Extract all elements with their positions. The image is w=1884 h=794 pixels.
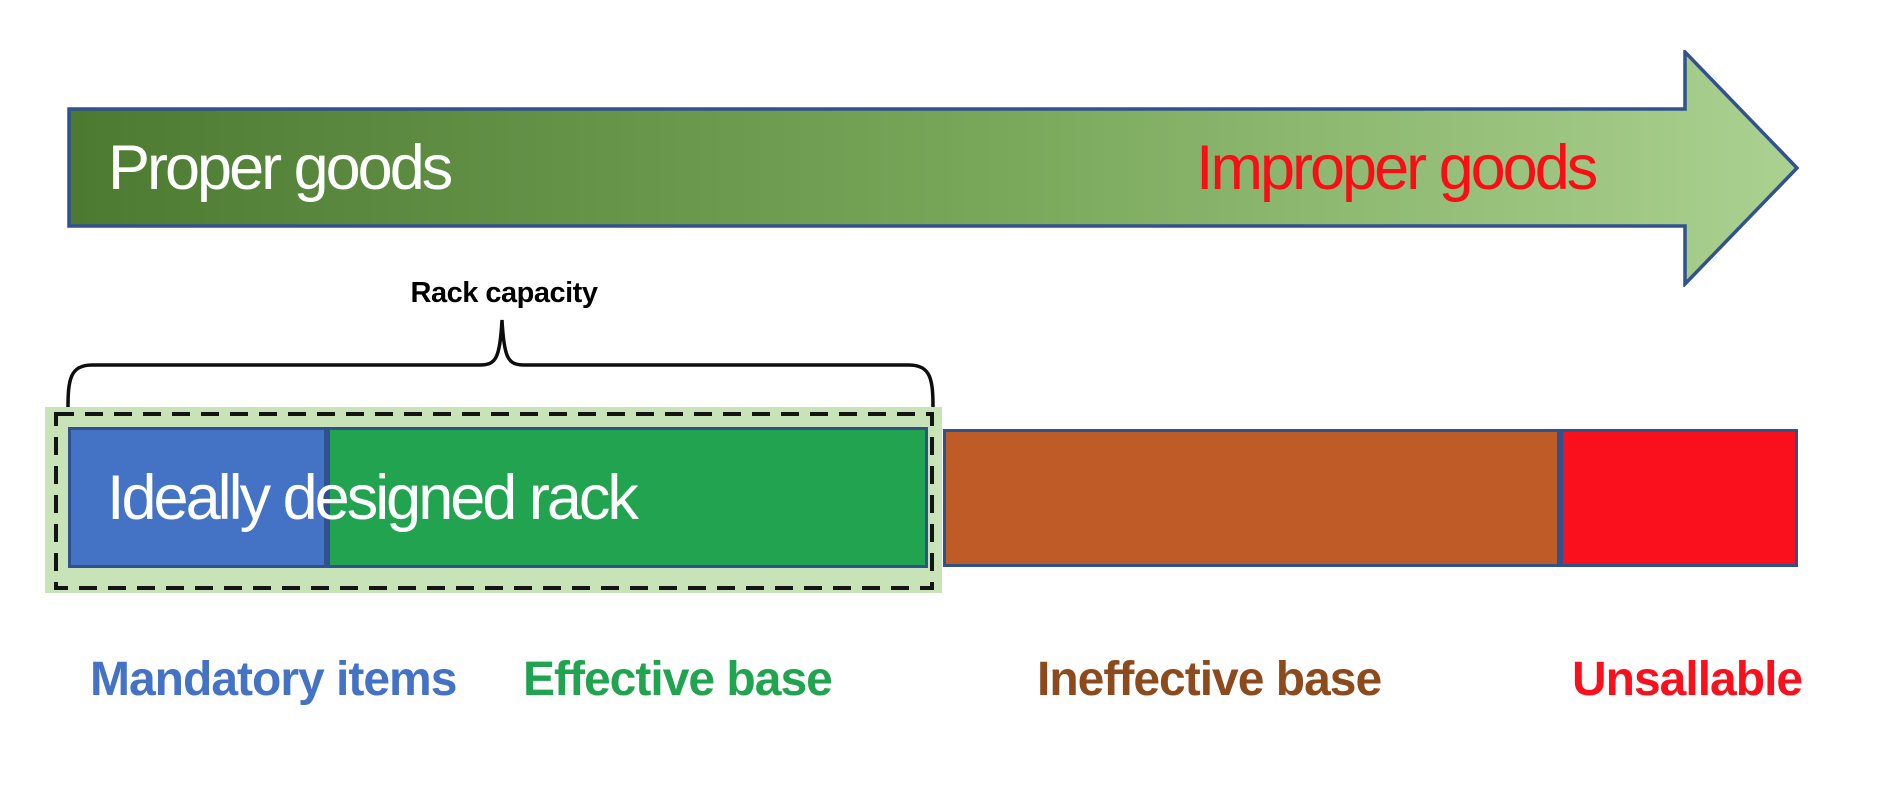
goods-spectrum-arrow [67, 50, 1800, 287]
legend-unsallable: Unsallable [1572, 653, 1803, 706]
legend-effective-base: Effective base [523, 653, 833, 706]
segment-ineffective-base [943, 429, 1560, 567]
ideally-designed-rack-text: Ideally designed rack [107, 462, 639, 533]
improper-goods-text: Improper goods [1196, 132, 1598, 203]
arrow-shape [67, 50, 1800, 287]
segment-unsallable [1560, 429, 1798, 567]
proper-goods-label: Proper goods [108, 109, 453, 226]
segment-effective-base [327, 427, 928, 568]
improper-goods-label: Improper goods [1196, 109, 1598, 226]
curly-brace-path [66, 319, 935, 410]
legend-ineffective-base: Ineffective base [1037, 653, 1382, 706]
legend-mandatory-items: Mandatory items [90, 653, 457, 706]
dashed-border [54, 412, 934, 590]
ideally-designed-rack-label: Ideally designed rack [68, 427, 928, 568]
proper-goods-text: Proper goods [108, 132, 453, 203]
rack-capacity-caption: Rack capacity [410, 277, 598, 309]
curly-brace [66, 319, 935, 410]
segment-mandatory-items [68, 427, 327, 568]
